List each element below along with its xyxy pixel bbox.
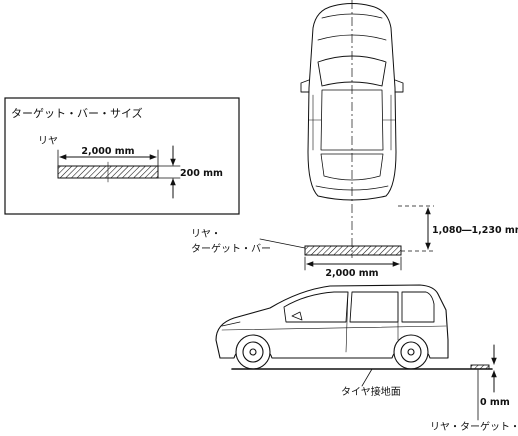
top-view: リヤ・ ターゲット・バー 1,080―1,230 mm 2,000 mm: [191, 0, 518, 279]
ground-label: タイヤ接地面: [341, 385, 401, 398]
side-target-label: リヤ・ターゲット・バー: [430, 421, 518, 433]
top-target-label-line2: ターゲット・バー: [191, 243, 271, 255]
side-view: タイヤ接地面 0 mm リヤ・ターゲット・バー: [215, 284, 518, 433]
front-wheel: [235, 334, 271, 370]
top-target-label-line1: リヤ・: [191, 229, 221, 240]
inset-subtitle: リヤ: [38, 136, 58, 147]
top-view-target-bar: [304, 245, 402, 256]
height-label: 0 mm: [480, 397, 510, 408]
inset-title: ターゲット・バー・サイズ: [11, 106, 143, 120]
target-bar-size-inset: ターゲット・バー・サイズ リヤ 2,000 mm 200 mm: [4, 97, 240, 215]
top-width-label: 2,000 mm: [325, 268, 378, 279]
distance-label: 1,080―1,230 mm: [432, 225, 518, 236]
inset-height-label: 200 mm: [180, 168, 223, 179]
target-bar-leader: [259, 238, 306, 249]
ground-label-leader: [361, 368, 373, 387]
inset-width-label: 2,000 mm: [81, 146, 134, 157]
rear-wheel: [393, 334, 429, 370]
side-view-target-bar: [470, 364, 490, 370]
vehicle-top-view: [300, 3, 404, 201]
